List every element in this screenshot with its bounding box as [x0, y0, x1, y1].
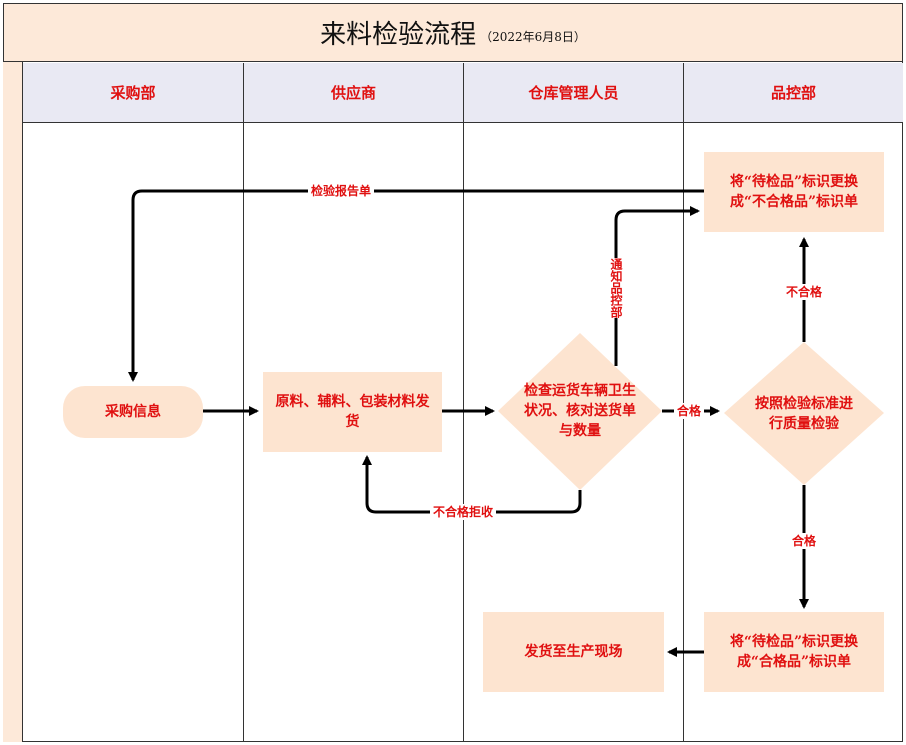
- page-title: 来料检验流程: [320, 20, 477, 50]
- edge-label-notify-qc: 通知品控部: [609, 258, 623, 318]
- lane-header-warehouse: 仓库管理人员: [464, 63, 684, 123]
- lane-label: 供应商: [330, 84, 376, 102]
- edge-label-pass-1: 合格: [674, 403, 705, 419]
- edge-report: [128, 189, 704, 382]
- left-strip: [3, 62, 23, 742]
- lane-divider: [463, 123, 464, 742]
- edge-label-pass-2: 合格: [789, 533, 820, 549]
- node-ship-to-site: 发货至生产现场: [483, 612, 664, 692]
- node-ship-materials: 原料、辅料、包装材料发货: [263, 372, 442, 452]
- decision-diamond-check: [498, 333, 662, 490]
- lane-label: 品控部: [770, 84, 816, 102]
- edge-notify-qc: [614, 206, 700, 366]
- lane-header-qc: 品控部: [684, 63, 903, 123]
- lane-divider: [243, 123, 244, 742]
- decision-diamond-inspect: [724, 342, 884, 485]
- node-quality-inspect: 按照检验标准进行质量检验: [755, 396, 853, 432]
- edge-label-fail: 不合格: [783, 284, 826, 300]
- edge-label-report: 检验报告单: [308, 183, 375, 199]
- node-label-unqualified: 将“待检品”标识更换成“不合格品”标识单: [704, 152, 884, 232]
- lane-header-supplier: 供应商: [244, 63, 464, 123]
- lane-label: 采购部: [110, 84, 156, 102]
- node-check-vehicle: 检查运货车辆卫生状况、核对送货单与数量: [524, 383, 636, 439]
- title-bar: 来料检验流程 （2022年6月8日）: [3, 3, 903, 62]
- edge-label-reject: 不合格拒收: [430, 504, 497, 520]
- title-date: （2022年6月8日）: [480, 30, 586, 44]
- lane-divider: [683, 123, 684, 742]
- node-label-qualified: 将“待检品”标识更换成“合格品”标识单: [704, 612, 884, 692]
- lane-header-purchasing: 采购部: [23, 63, 244, 123]
- lane-label: 仓库管理人员: [528, 84, 619, 102]
- node-purchase-info: 采购信息: [63, 386, 203, 438]
